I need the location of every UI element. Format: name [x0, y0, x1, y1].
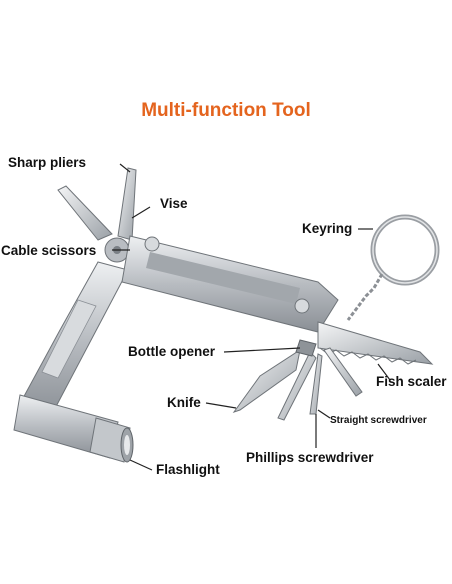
label-flashlight: Flashlight [156, 462, 220, 477]
leader-vise [131, 206, 151, 219]
keyring [346, 214, 440, 321]
label-keyring: Keyring [302, 221, 353, 236]
flashlight [13, 394, 134, 463]
label-cable-scissors: Cable scissors [1, 243, 97, 258]
fish-scaler-blade [317, 321, 434, 365]
left-handle [21, 261, 129, 419]
label-straight-screwdriver: Straight screwdriver [330, 415, 427, 426]
label-phillips-screwdriver: Phillips screwdriver [246, 450, 374, 465]
leader-sharp-pliers [119, 163, 131, 173]
label-bottle-opener: Bottle opener [128, 344, 216, 359]
main-handle [121, 235, 339, 333]
leader-knife [205, 402, 237, 409]
leader-straight-screwdriver [317, 409, 331, 419]
label-sharp-pliers: Sharp pliers [8, 155, 87, 170]
leader-flashlight [129, 459, 153, 471]
leader-fish-scaler [377, 363, 391, 381]
diagram-title: Multi-function Tool [141, 100, 311, 121]
leader-bottle-opener [223, 347, 301, 353]
knife-blade [232, 348, 301, 413]
label-knife: Knife [167, 395, 201, 410]
tool-blades [277, 339, 363, 421]
label-fish-scaler: Fish scaler [376, 374, 447, 389]
leader-lines [112, 163, 391, 471]
label-vise: Vise [160, 196, 188, 211]
